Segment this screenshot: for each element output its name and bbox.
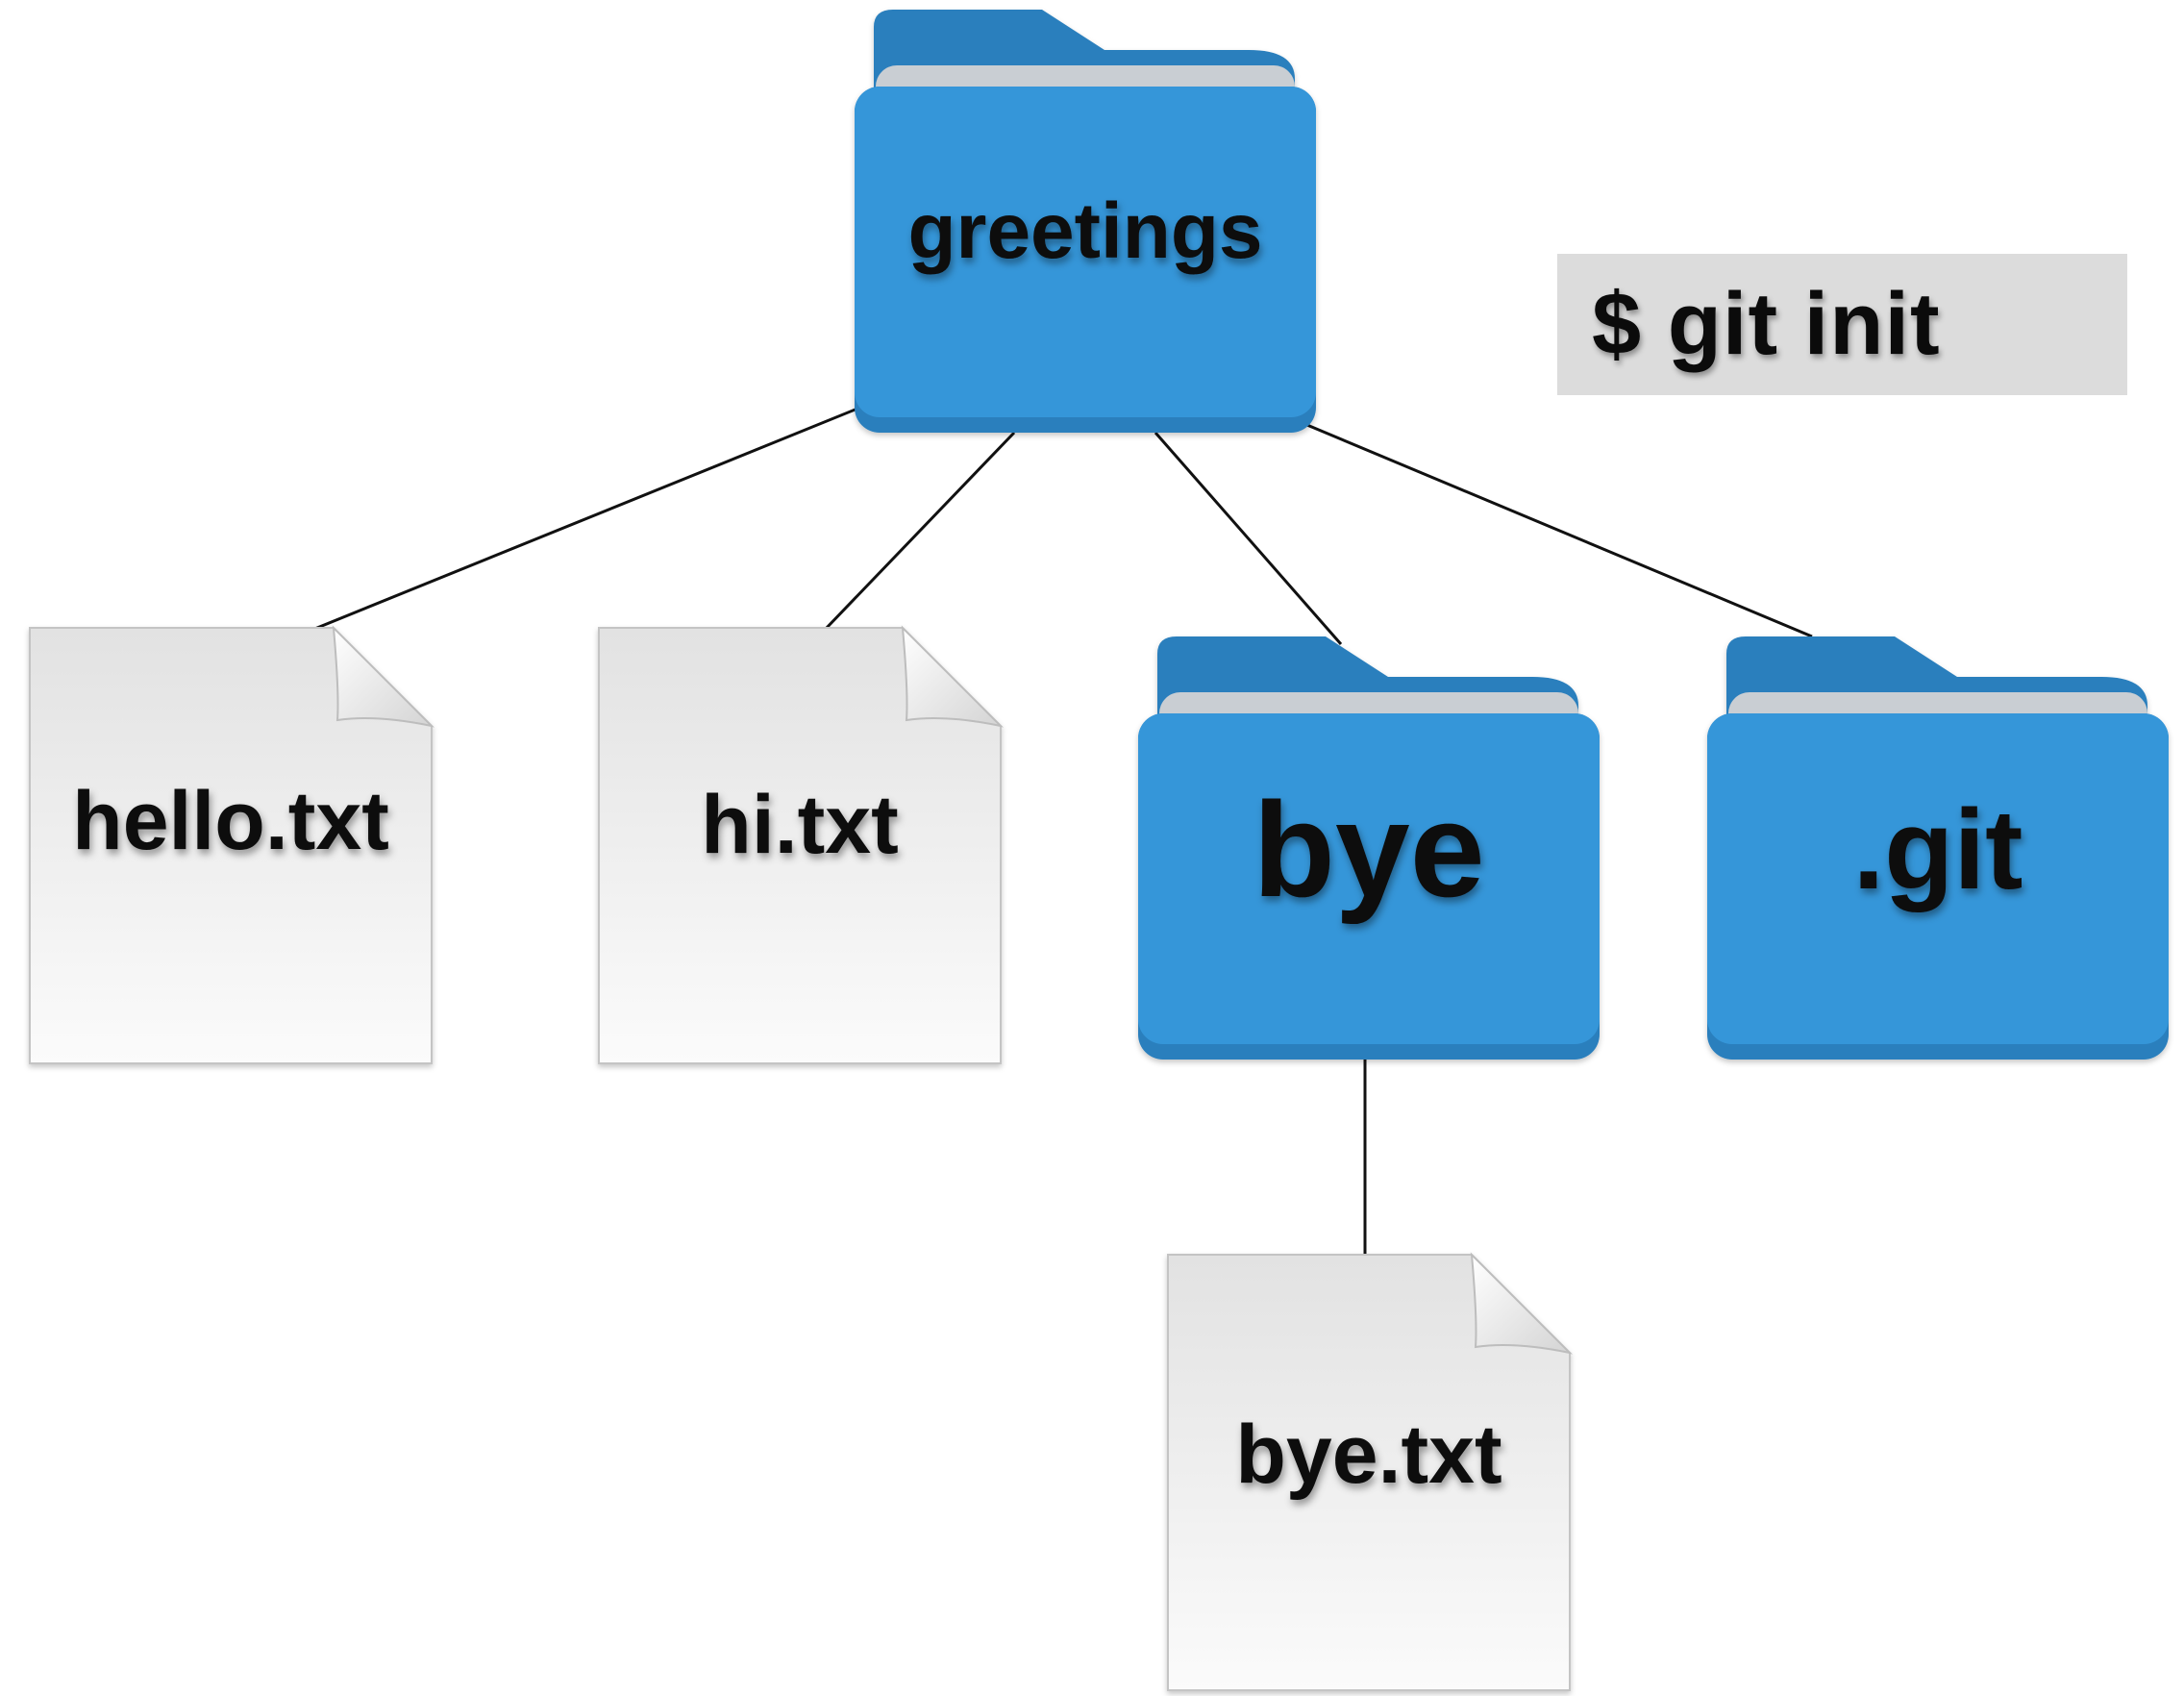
file-bye-txt[interactable]: bye.txt bbox=[1167, 1252, 1574, 1691]
connector-greetings-git bbox=[1302, 421, 1813, 638]
file-hi-txt[interactable]: hi.txt bbox=[598, 625, 1005, 1064]
command-box: $ git init bbox=[1557, 254, 2127, 395]
folder-bye-label: bye bbox=[1253, 774, 1484, 925]
folder-bye[interactable]: bye bbox=[1138, 636, 1600, 1060]
folder-git-label: .git bbox=[1853, 786, 2023, 913]
document-icon bbox=[29, 625, 435, 1064]
connector-greetings-hi bbox=[823, 431, 1016, 632]
file-hello-txt-label: hello.txt bbox=[72, 775, 389, 867]
document-icon bbox=[598, 625, 1005, 1064]
file-hi-txt-label: hi.txt bbox=[701, 779, 898, 871]
folder-icon bbox=[855, 10, 1316, 433]
connector-greetings-bye bbox=[1154, 432, 1343, 645]
file-hello-txt[interactable]: hello.txt bbox=[29, 625, 435, 1064]
connector-lines bbox=[311, 407, 1813, 1255]
folder-icon bbox=[1138, 636, 1600, 1060]
folder-greetings-label: greetings bbox=[907, 187, 1262, 275]
command-text: $ git init bbox=[1592, 275, 1941, 373]
connector-greetings-hello bbox=[311, 407, 858, 632]
document-icon bbox=[1167, 1252, 1574, 1691]
folder-greetings[interactable]: greetings bbox=[855, 10, 1316, 433]
folder-icon bbox=[1707, 636, 2169, 1060]
folder-git[interactable]: .git bbox=[1707, 636, 2169, 1060]
file-bye-txt-label: bye.txt bbox=[1235, 1409, 1502, 1501]
